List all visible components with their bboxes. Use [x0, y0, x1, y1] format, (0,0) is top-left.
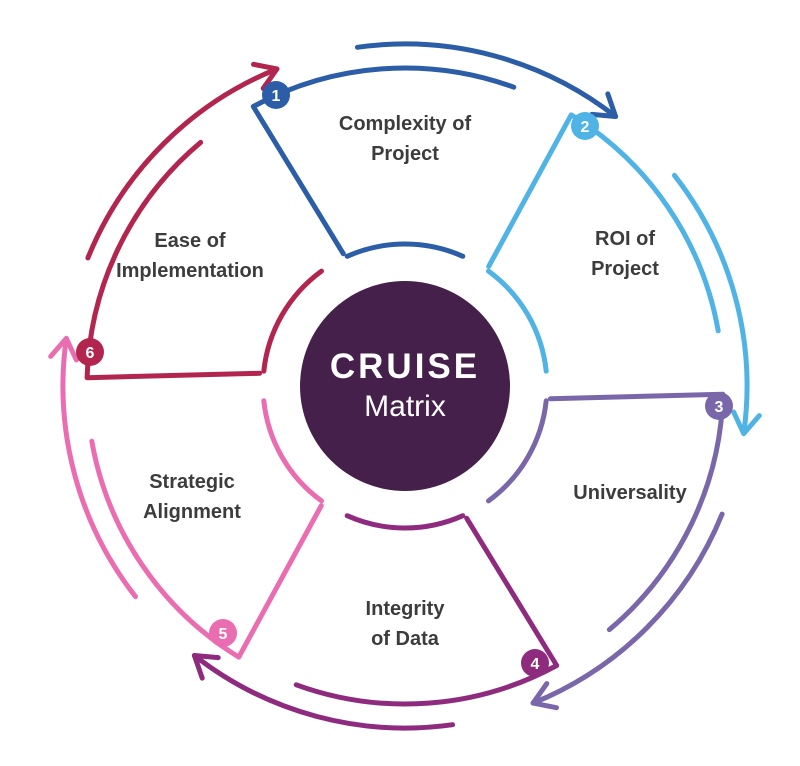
- segment-2-arrow-head-icon: [731, 409, 762, 437]
- segment-1-arrow-head-icon: [589, 91, 619, 119]
- segment-3-label-line1: Universality: [573, 482, 687, 504]
- segment-6-arrow-head-icon: [251, 61, 280, 91]
- segment-5-badge: 5: [209, 619, 237, 647]
- badge-number: 6: [86, 345, 95, 362]
- segment-4-label-line1: Integrity: [366, 598, 446, 620]
- segment-4-arrow-arc: [191, 653, 456, 731]
- segment-6-inner-arc: [261, 268, 324, 374]
- segment-3-arrow-arc: [530, 511, 725, 706]
- segment-1-label-line1: Complexity of: [339, 113, 472, 135]
- segment-1-label-line2: Project: [371, 143, 439, 165]
- segment-6-label-line1: Ease of: [154, 230, 225, 252]
- badge-circle: [262, 81, 290, 109]
- badge-circle: [705, 392, 733, 420]
- segment-3-inner-arc: [486, 398, 549, 504]
- segment-4-badge: 4: [521, 649, 549, 677]
- segment-1-arrow-arc: [354, 41, 619, 119]
- badge-number: 3: [715, 399, 724, 416]
- segment-6-badge: 6: [76, 338, 104, 366]
- segment-5-arrow-head-icon: [48, 335, 79, 363]
- segment-5-label-line2: Alignment: [143, 501, 241, 523]
- segment-4-inner-arc: [344, 513, 466, 531]
- badge-circle: [521, 649, 549, 677]
- badge-number: 1: [272, 88, 281, 105]
- badge-circle: [76, 338, 104, 366]
- segment-4-label-line2: of Data: [371, 628, 440, 650]
- segment-2-label-line1: ROI of: [595, 228, 655, 250]
- segment-5-arrow-arc: [60, 335, 138, 600]
- segment-1-badge: 1: [262, 81, 290, 109]
- badge-number: 5: [219, 626, 228, 643]
- segment-2-label-line2: Project: [591, 258, 659, 280]
- segment-6-arrow-arc: [85, 66, 280, 261]
- segment-3-arrow-head-icon: [530, 681, 559, 711]
- segment-2-inner-arc: [486, 268, 549, 374]
- segment-4-arrow-head-icon: [191, 653, 221, 681]
- segment-2-arrow-arc: [672, 172, 750, 437]
- badge-number: 2: [581, 119, 590, 136]
- segment-3-outline: [547, 391, 726, 633]
- segment-3-badge: 3: [705, 392, 733, 420]
- badge-number: 4: [531, 656, 540, 673]
- segment-2-badge: 2: [571, 112, 599, 140]
- center-circle: [300, 281, 510, 491]
- badge-circle: [571, 112, 599, 140]
- segment-5-inner-arc: [261, 398, 324, 504]
- segment-2-outline: [486, 112, 721, 334]
- segment-6-label-line2: Implementation: [116, 260, 264, 282]
- badge-circle: [209, 619, 237, 647]
- center-subtitle: Matrix: [364, 390, 446, 423]
- center-title: CRUISE: [330, 347, 480, 386]
- segment-5-label-line1: Strategic: [149, 471, 235, 493]
- segment-1-inner-arc: [344, 241, 466, 259]
